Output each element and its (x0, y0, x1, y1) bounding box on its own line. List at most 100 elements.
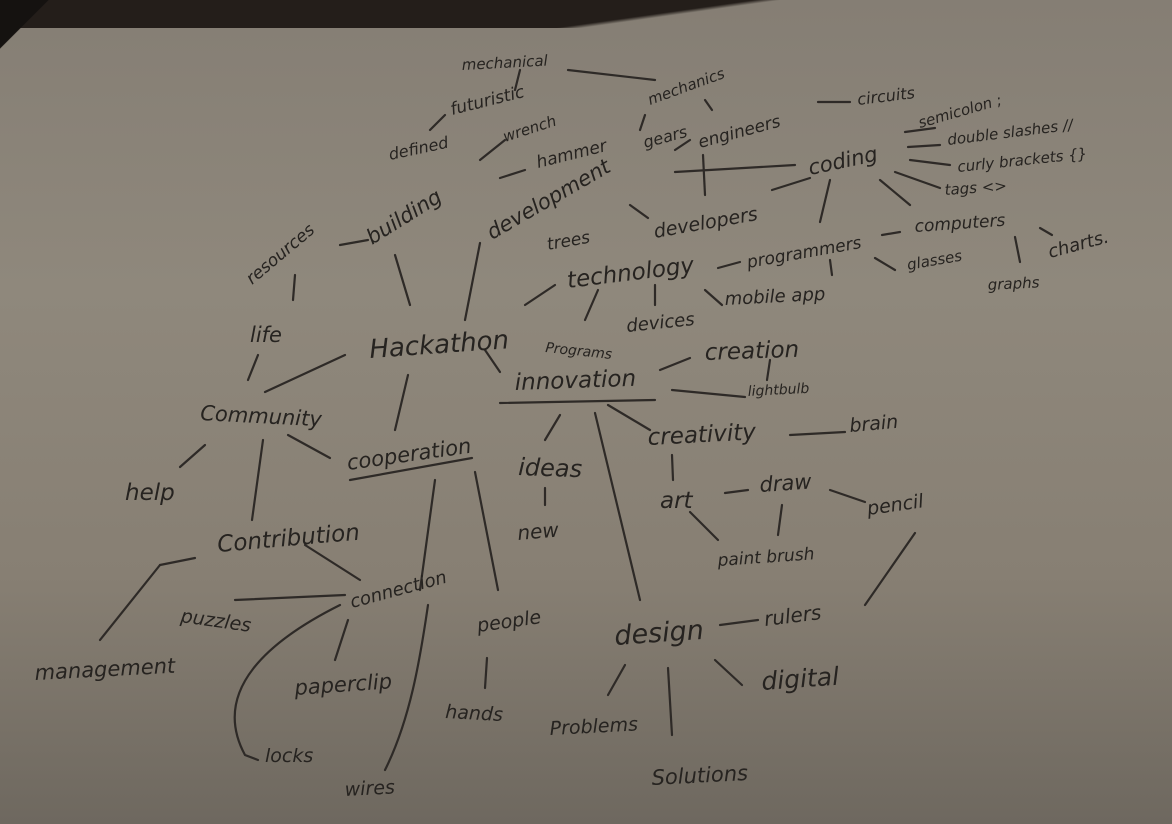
node-connection: connection (348, 567, 449, 613)
connector (765, 358, 772, 382)
node-double-slashes: double slashes // (946, 115, 1075, 148)
connector (348, 456, 474, 482)
connector (713, 658, 744, 687)
node-hands: hands (445, 701, 504, 726)
connector (788, 430, 847, 437)
node-brain: brain (849, 411, 900, 437)
node-rulers: rulers (763, 600, 823, 631)
node-programs: Programs (545, 340, 613, 363)
connector (673, 138, 692, 152)
mind-map-connectors (98, 68, 1054, 772)
connector (483, 656, 489, 690)
node-locks: locks (265, 745, 313, 767)
node-futuristic: futuristic (448, 82, 527, 120)
connector (628, 203, 650, 220)
connector (723, 488, 750, 495)
node-circuits: circuits (856, 83, 916, 109)
node-creativity: creativity (647, 419, 757, 451)
node-programmers: programmers (744, 233, 863, 273)
node-draw: draw (759, 469, 813, 497)
node-solutions: Solutions (651, 761, 749, 790)
connector (776, 503, 784, 537)
connector (908, 158, 952, 167)
connector (583, 288, 600, 322)
connector (98, 563, 162, 642)
connector (338, 238, 370, 247)
connector (658, 356, 692, 372)
node-pencil: pencil (865, 490, 926, 520)
node-management: management (34, 654, 177, 685)
connector (523, 283, 557, 307)
connector (666, 666, 674, 737)
connector (473, 470, 500, 592)
connector (498, 398, 657, 405)
connector (246, 353, 260, 382)
node-technology: technology (566, 253, 696, 294)
connector (718, 618, 760, 627)
desk-background-corner (0, 0, 60, 60)
node-contribution: Contribution (216, 520, 361, 558)
node-wires: wires (344, 776, 395, 801)
node-creation: creation (704, 337, 799, 366)
node-puzzles: puzzles (178, 605, 252, 637)
connector (158, 556, 197, 567)
connector (263, 353, 347, 394)
node-computers: computers (914, 211, 1006, 237)
connector (716, 260, 742, 270)
node-graphs: graphs (987, 273, 1040, 294)
node-paint-brush: paint brush (716, 544, 815, 571)
node-ideas: ideas (518, 453, 583, 483)
node-new: new (516, 517, 560, 545)
node-life: life (250, 323, 282, 347)
node-people: people (475, 606, 543, 637)
connector (878, 178, 912, 207)
connector (333, 618, 350, 662)
connector (703, 98, 714, 112)
connector (513, 68, 522, 92)
node-building: building (362, 184, 446, 249)
node-innovation: innovation (514, 366, 636, 396)
connector (428, 113, 447, 132)
desk-background-top (0, 0, 1172, 28)
connector (828, 258, 834, 277)
connector (770, 176, 812, 192)
connector (638, 113, 647, 132)
node-problems: Problems (549, 713, 638, 740)
connector (483, 348, 502, 374)
connector (873, 256, 897, 272)
node-wrench: wrench (501, 112, 559, 146)
node-developers: developers (652, 203, 759, 243)
connector (880, 230, 902, 237)
connector (593, 411, 642, 602)
node-art: art (660, 488, 694, 514)
connector (670, 453, 675, 482)
connector (906, 143, 942, 149)
connector (701, 153, 707, 197)
connector (250, 438, 265, 522)
connector (903, 126, 937, 134)
node-gears: gears (641, 122, 689, 152)
connector (498, 168, 527, 180)
connector (291, 273, 297, 302)
connector (233, 603, 342, 762)
node-design: design (613, 615, 705, 652)
connector (1038, 226, 1054, 237)
connector (418, 478, 437, 592)
connector (393, 373, 410, 432)
connector (673, 163, 797, 174)
connector (670, 388, 747, 399)
connector (543, 413, 562, 442)
connector (893, 170, 942, 190)
connector (393, 253, 412, 307)
node-defined: defined (387, 133, 451, 164)
connector (818, 178, 832, 224)
connector (286, 433, 332, 460)
connector (688, 510, 720, 542)
node-curly-brackets: curly brackets {} (957, 144, 1088, 176)
node-coding: coding (806, 142, 880, 180)
node-resources: resources (242, 220, 319, 289)
connector (703, 288, 724, 307)
connector (478, 138, 507, 162)
